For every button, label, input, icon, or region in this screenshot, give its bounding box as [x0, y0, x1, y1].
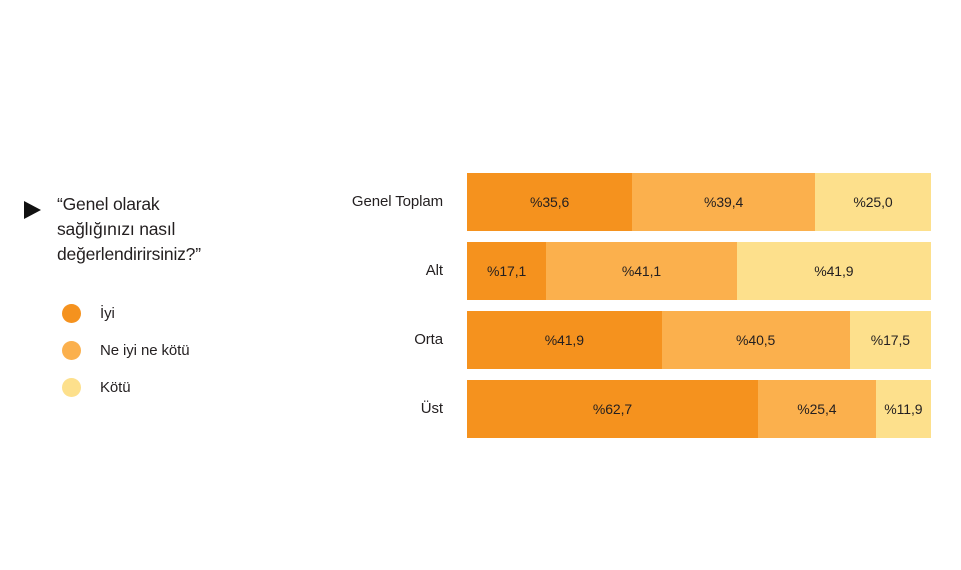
- bar-track: %17,1 %41,1 %41,9: [467, 242, 931, 300]
- bar-value-label: %17,5: [870, 332, 910, 348]
- bar-segment-ne-iyi-ne-kotu[interactable]: %25,4: [757, 380, 876, 438]
- bar-value-label: %41,9: [544, 332, 584, 348]
- bar-segment-ne-iyi-ne-kotu[interactable]: %39,4: [632, 173, 815, 231]
- row-label: Orta: [414, 331, 443, 348]
- bar-value-label: %41,9: [814, 263, 854, 279]
- bar-segment-kotu[interactable]: %41,9: [736, 242, 931, 300]
- bar-value-label: %35,6: [529, 194, 570, 210]
- page-title: “Genel olarak sağlığınızı nasıl değerlen…: [57, 194, 201, 264]
- bar-value-label: %11,9: [884, 401, 923, 417]
- row-label: Alt: [425, 262, 443, 279]
- bar-segment-iyi[interactable]: %17,1: [467, 242, 547, 300]
- row-label: Genel Toplam: [351, 193, 443, 210]
- legend-label: İyi: [100, 305, 115, 322]
- bar-track: %41,9 %40,5 %17,5: [467, 311, 931, 369]
- bar-value-label: %17,1: [487, 263, 527, 279]
- bar-segment-ne-iyi-ne-kotu[interactable]: %40,5: [661, 311, 850, 369]
- bar-segment-iyi[interactable]: %41,9: [467, 311, 662, 369]
- bar-track: %62,7 %25,4 %11,9: [467, 380, 931, 438]
- legend-item-ne-iyi-ne-kotu[interactable]: Ne iyi ne kötü: [62, 332, 324, 369]
- legend-swatch-icon: [62, 304, 81, 323]
- question-row: “Genel olarak sağlığınızı nasıl değerlen…: [24, 192, 324, 267]
- bar-segment-kotu[interactable]: %11,9: [875, 380, 931, 438]
- question-legend-panel: “Genel olarak sağlığınızı nasıl değerlen…: [24, 192, 324, 406]
- legend-item-kotu[interactable]: Kötü: [62, 369, 324, 406]
- legend-swatch-icon: [62, 378, 81, 397]
- bar-segment-kotu[interactable]: %17,5: [849, 311, 931, 369]
- bar-segment-kotu[interactable]: %25,0: [814, 173, 931, 231]
- bar-value-label: %62,7: [592, 401, 633, 417]
- bar-value-label: %39,4: [703, 194, 744, 210]
- bar-segment-iyi[interactable]: %62,7: [467, 380, 758, 438]
- legend-item-iyi[interactable]: İyi: [62, 295, 324, 332]
- bar-segment-ne-iyi-ne-kotu[interactable]: %41,1: [546, 242, 737, 300]
- row-label: Üst: [420, 400, 443, 417]
- triangle-right-icon: [24, 201, 41, 219]
- bar-value-label: %25,4: [797, 401, 837, 417]
- legend-swatch-icon: [62, 341, 81, 360]
- legend-label: Ne iyi ne kötü: [100, 342, 190, 359]
- bar-value-label: %41,1: [621, 263, 662, 279]
- bar-track: %35,6 %39,4 %25,0: [467, 173, 931, 231]
- bar-segment-iyi[interactable]: %35,6: [467, 173, 633, 231]
- legend-label: Kötü: [100, 379, 131, 396]
- bar-value-label: %40,5: [736, 332, 776, 348]
- chart-legend: İyi Ne iyi ne kötü Kötü: [62, 295, 324, 406]
- bar-value-label: %25,0: [853, 194, 893, 210]
